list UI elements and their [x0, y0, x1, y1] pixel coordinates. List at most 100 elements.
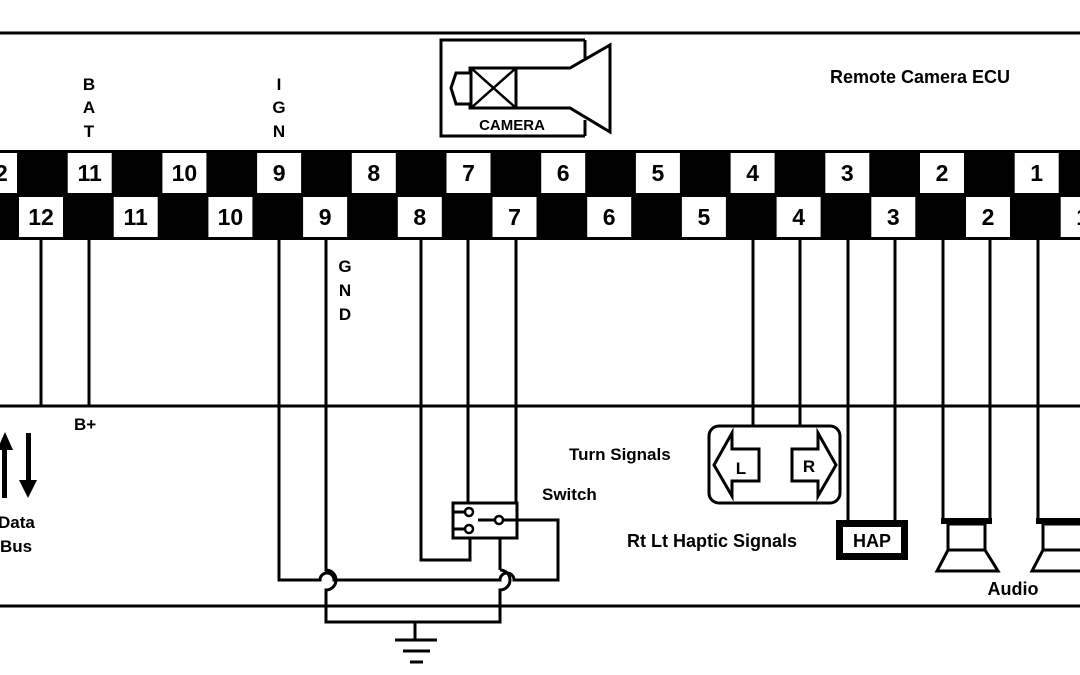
- pin-box: [587, 197, 632, 237]
- svg-text:I: I: [277, 75, 282, 94]
- connector-pin-bottom-7: 7: [492, 197, 537, 237]
- switch-label: Switch: [542, 485, 597, 504]
- camera-label: CAMERA: [479, 117, 545, 134]
- connector-pin-bottom-3: 3: [871, 197, 916, 237]
- camera-icon: CAMERA: [439, 38, 612, 138]
- connector-pin-bottom-6: 6: [587, 197, 632, 237]
- data-bus-label-line2: Bus: [0, 537, 32, 556]
- connector-pin-bottom-2: 2: [966, 197, 1010, 237]
- pin-number: 11: [78, 160, 103, 186]
- connector-pin-bottom-1: 1: [1060, 197, 1080, 237]
- pin-box: [351, 153, 396, 193]
- connector-band: [0, 150, 1080, 240]
- pin-number: 6: [557, 160, 570, 186]
- turn-signals-label: Turn Signals: [569, 445, 671, 464]
- connector-pin-bottom-8: 8: [397, 197, 442, 237]
- gnd-label: G N D: [338, 257, 351, 324]
- turn-signals-module: L R: [707, 424, 842, 505]
- pin-number: 9: [319, 204, 332, 230]
- svg-text:T: T: [84, 122, 95, 141]
- connector-pin-top-4: 4: [730, 153, 775, 193]
- pin-number: 9: [273, 160, 286, 186]
- pin-box: [257, 153, 302, 193]
- connector-pin-bottom-11: 11: [113, 197, 158, 237]
- pin-box: [19, 197, 63, 237]
- ecu-title: Remote Camera ECU: [830, 67, 1010, 87]
- connector-pin-top-7: 7: [446, 153, 491, 193]
- pin-number: 11: [124, 204, 149, 230]
- pin-box: [825, 153, 870, 193]
- pin-number: 5: [698, 204, 711, 230]
- pin-box: [492, 197, 537, 237]
- connector-pin-bottom-9: 9: [303, 197, 348, 237]
- bat-label: B A T: [83, 75, 95, 141]
- pin-number: 1: [1076, 204, 1080, 230]
- audio-label: Audio: [988, 579, 1039, 599]
- hap-label: HAP: [853, 531, 891, 551]
- data-bus-arrows-icon: [0, 432, 37, 498]
- pin-box: [162, 153, 207, 193]
- data-bus-label-line1: Data: [0, 513, 35, 532]
- connector-pin-top-3: 3: [825, 153, 870, 193]
- pin-box: [920, 153, 964, 193]
- pin-number: 1: [1030, 160, 1043, 186]
- pin-box: [541, 153, 586, 193]
- connector-pin-bottom-5: 5: [681, 197, 726, 237]
- pin-box: [730, 153, 775, 193]
- pin-box: [871, 197, 916, 237]
- switch-icon: [451, 501, 519, 540]
- wire-gnd: [324, 240, 512, 624]
- connector-pin-top-5: 5: [635, 153, 680, 193]
- pin-number: 4: [746, 160, 759, 186]
- pin-box: [1060, 197, 1080, 237]
- svg-text:G: G: [272, 98, 285, 117]
- svg-text:G: G: [338, 257, 351, 276]
- pin-number: 2: [936, 160, 949, 186]
- wire-pin8: [419, 240, 472, 562]
- left-arrow-icon: [712, 427, 761, 502]
- wire-ign: [277, 193, 560, 582]
- connector-pin-top-2: 2: [920, 153, 964, 193]
- pin-box: [966, 197, 1010, 237]
- pin-number: 10: [172, 160, 198, 186]
- connector-pin-bottom-4: 4: [776, 197, 821, 237]
- pin-box: [67, 153, 112, 193]
- pin-number: 3: [887, 204, 900, 230]
- ign-label: I G N: [272, 75, 285, 141]
- pin-number: 2: [982, 204, 995, 230]
- ground-icon: [395, 638, 437, 664]
- pin-box: [397, 197, 442, 237]
- pin-number: 7: [508, 204, 521, 230]
- svg-text:N: N: [339, 281, 351, 300]
- pin-box: [1014, 153, 1059, 193]
- pin-number: 5: [652, 160, 665, 186]
- svg-text:N: N: [273, 122, 285, 141]
- pin-box: [446, 153, 491, 193]
- pin-number: 10: [218, 204, 244, 230]
- pin-number: 12: [0, 160, 8, 186]
- pin-number: 6: [603, 204, 616, 230]
- connector-pin-top-12: 12: [0, 153, 17, 193]
- connector-pin-top-6: 6: [541, 153, 586, 193]
- turn-left-label: L: [736, 459, 746, 478]
- speaker-icon: [934, 518, 1001, 573]
- pin-box: [113, 197, 158, 237]
- connector-pin-top-11: 11: [67, 153, 112, 193]
- pin-box: [681, 197, 726, 237]
- pin-number: 8: [367, 160, 380, 186]
- pin-box: [0, 153, 17, 193]
- speaker-icon: [1029, 518, 1080, 573]
- connector-pin-bottom-10: 10: [208, 197, 253, 237]
- pin-number: 8: [413, 204, 426, 230]
- hap-module: HAP: [836, 520, 908, 560]
- svg-text:D: D: [339, 305, 351, 324]
- haptic-signals-label: Rt Lt Haptic Signals: [627, 531, 797, 551]
- connector-pin-top-9: 9: [257, 153, 302, 193]
- svg-text:A: A: [83, 98, 95, 117]
- b-plus-label: B+: [74, 415, 96, 434]
- pin-number: 12: [28, 204, 54, 230]
- pin-box: [776, 197, 821, 237]
- turn-right-label: R: [803, 457, 815, 476]
- connector-pin-bottom-12: 12: [19, 197, 63, 237]
